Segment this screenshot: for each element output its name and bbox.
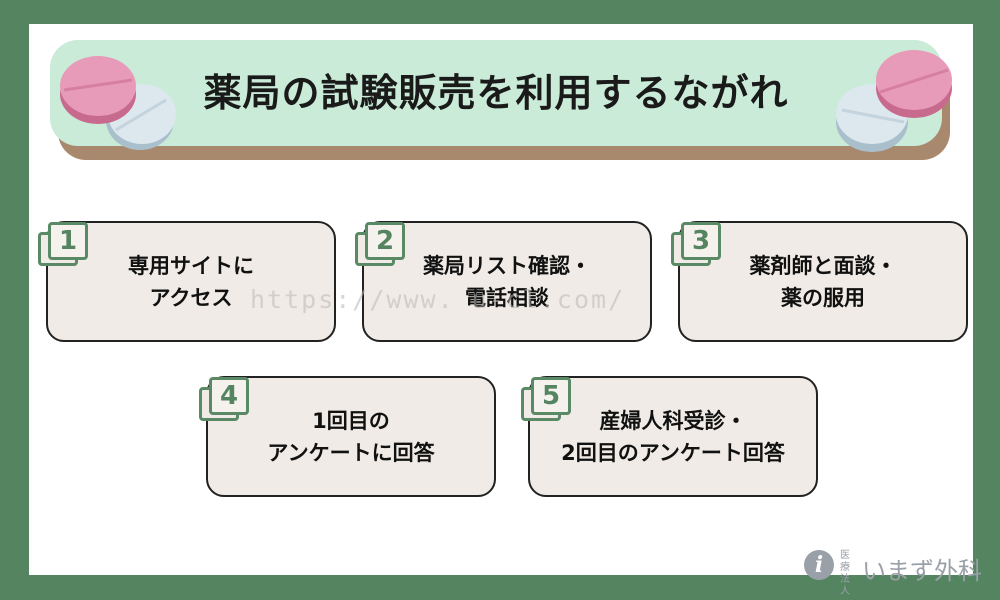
step-number: 3: [681, 222, 721, 260]
step-line: 1回目の: [312, 408, 390, 433]
title-banner: [50, 40, 942, 146]
step-line: 産婦人科受診・: [599, 408, 747, 433]
logo-small-text: 医療法人: [840, 550, 854, 598]
step-card-5: 産婦人科受診・ 2回目のアンケート回答: [528, 376, 818, 497]
step-card-1: 専用サイトにアクセス: [46, 221, 336, 342]
pink-pill-icon: [60, 56, 136, 124]
pink-pill-icon: [876, 50, 952, 118]
page-title: 薬局の試験販売を利用するながれ: [203, 71, 789, 115]
step-card-2: 薬局リスト確認・電話相談: [362, 221, 652, 342]
step-line: アンケートに回答: [267, 440, 435, 465]
step-number-badge-2: 2: [355, 222, 409, 268]
step-line: アクセス: [149, 285, 233, 310]
step-number: 2: [365, 222, 405, 260]
logo-small-bottom: 法人: [840, 574, 850, 597]
step-number-badge-3: 3: [671, 222, 725, 268]
logo-mark-icon: i: [804, 550, 834, 580]
clinic-logo: i 医療法人 いまず外科: [804, 548, 982, 597]
pill-pair-left-icon: [60, 56, 176, 150]
step-line: 2回目のアンケート回答: [561, 440, 785, 465]
step-number-badge-5: 5: [521, 377, 575, 423]
step-card-4: 1回目のアンケートに回答: [206, 376, 496, 497]
step-line: 電話相談: [465, 285, 549, 310]
step-number: 5: [531, 377, 571, 415]
step-line: 薬局リスト確認・: [423, 253, 591, 278]
step-card-3: 薬剤師と面談・薬の服用: [678, 221, 968, 342]
step-line: 薬剤師と面談・: [749, 253, 897, 278]
logo-name: いまず外科: [862, 557, 982, 585]
pill-pair-right-icon: [836, 50, 952, 152]
url-watermark: https://www. u-cl.com/: [250, 285, 626, 314]
step-text: 1回目のアンケートに回答: [208, 378, 494, 495]
step-number-badge-4: 4: [199, 377, 253, 423]
step-number-badge-1: 1: [38, 222, 92, 268]
logo-small-top: 医療: [840, 550, 850, 573]
step-number: 1: [48, 222, 88, 260]
step-line: 薬の服用: [781, 285, 865, 310]
step-line: 専用サイトに: [128, 253, 254, 278]
step-text: 薬局リスト確認・電話相談: [364, 223, 650, 340]
step-number: 4: [209, 377, 249, 415]
step-text: 薬剤師と面談・薬の服用: [680, 223, 966, 340]
step-text: 専用サイトにアクセス: [48, 223, 334, 340]
step-text: 産婦人科受診・ 2回目のアンケート回答: [530, 378, 816, 495]
